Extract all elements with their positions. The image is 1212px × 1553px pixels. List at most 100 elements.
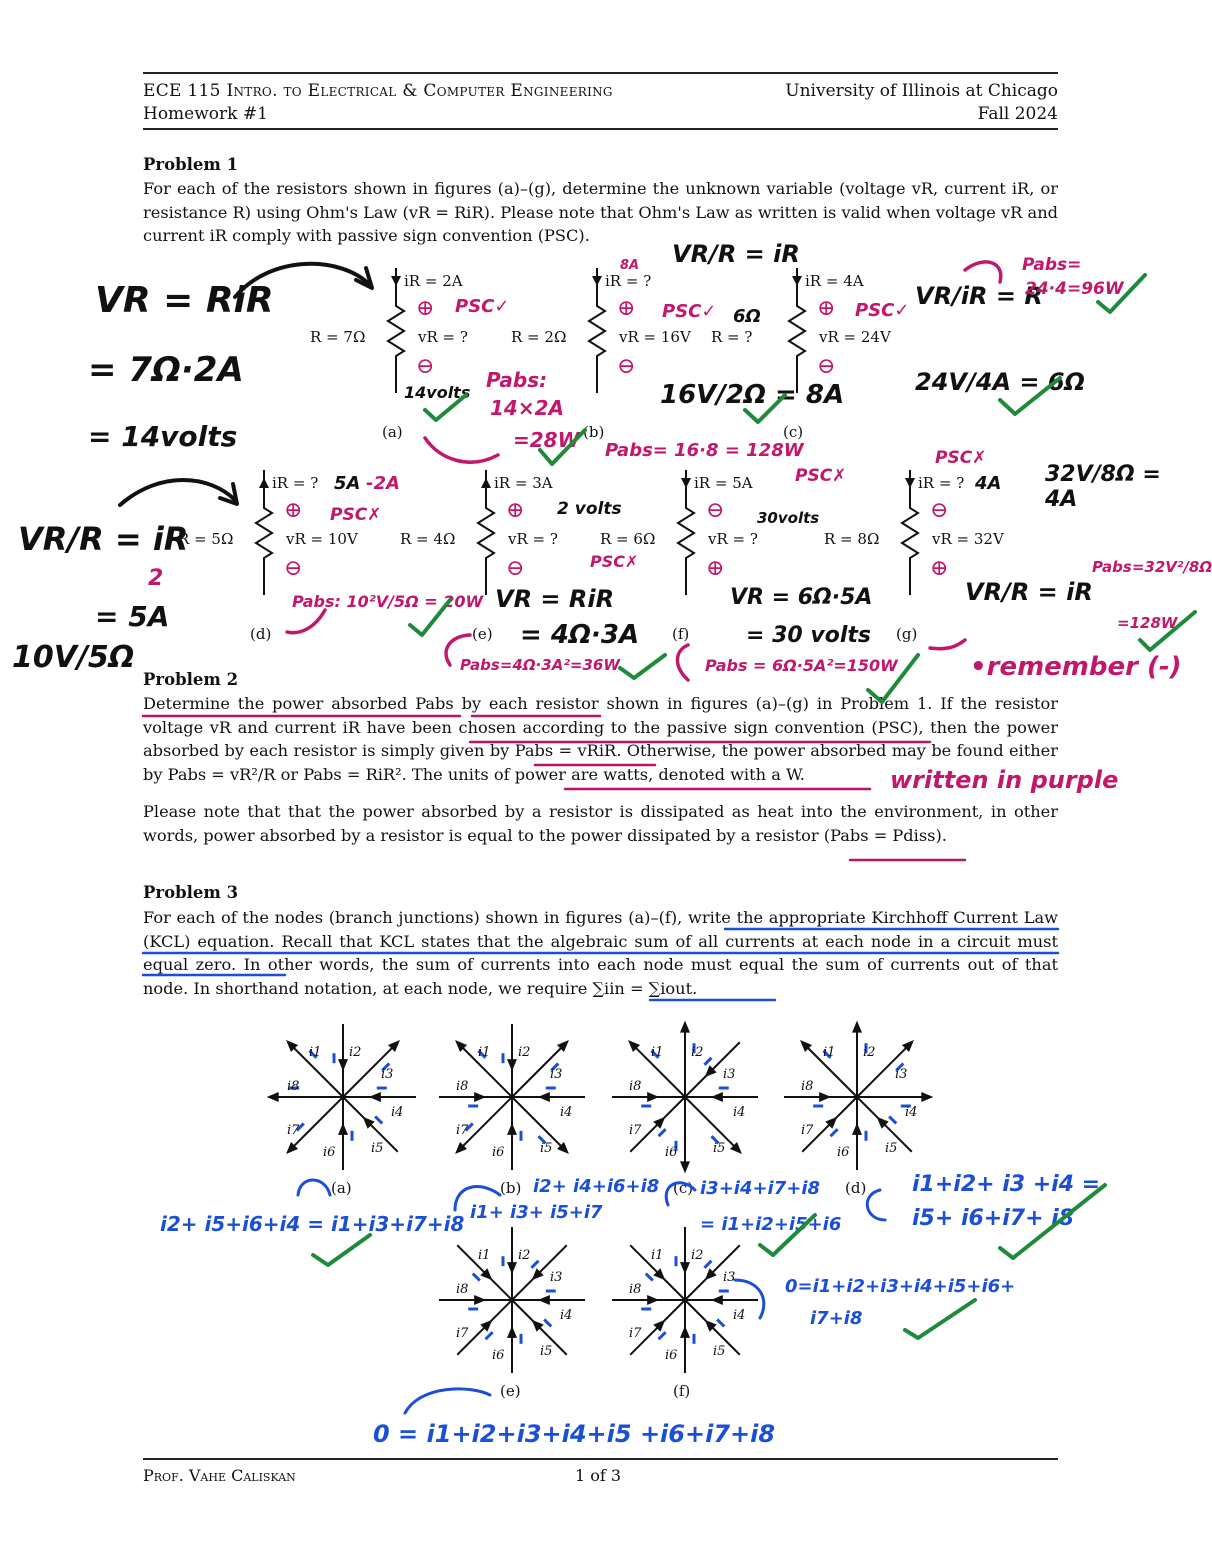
current-arrow-icon — [792, 276, 802, 286]
branch-label-i3: i3 — [550, 1270, 563, 1285]
branch-label-i7: i7 — [629, 1123, 642, 1138]
fig-g-bottom-polarity-icon: ⊕ — [930, 556, 949, 581]
kcl-node-d — [784, 1020, 934, 1170]
problem1-text: For each of the resistors shown in figur… — [143, 179, 1058, 245]
branch-label-i8: i8 — [456, 1079, 469, 1094]
hw-kcl-d-1: i1+i2+ i3 +i4 = — [912, 1172, 1101, 1197]
hw-ohm-d-answer: 5A — [334, 473, 361, 494]
branch-arrow-icon — [368, 1092, 381, 1102]
branch-label-i3: i3 — [550, 1067, 563, 1082]
branch-arrow-icon — [710, 1092, 723, 1102]
fig-d-bottom-polarity-icon: ⊖ — [284, 556, 303, 581]
branch-label-i5: i5 — [885, 1141, 898, 1156]
fig-a-label: (a) — [382, 423, 403, 441]
branch-arrow-icon — [653, 1116, 666, 1129]
node-label-a: (a) — [331, 1179, 352, 1197]
branch-label-i2: i2 — [518, 1248, 531, 1263]
hw-pabs-g-1: Pabs=32V²/8Ω — [1092, 558, 1212, 576]
branch-label-i3: i3 — [381, 1067, 394, 1082]
problem3-title: Problem 3 — [143, 883, 239, 902]
hw-ohm-b-calc: 16V/2Ω = 8A — [660, 380, 845, 410]
branch-arrow-icon — [338, 1059, 348, 1072]
hw-ohm-f-1: VR = 6Ω·5A — [730, 585, 873, 610]
branch-arrow-icon — [704, 1319, 717, 1332]
resistor-g — [900, 470, 920, 595]
current-arrow-icon — [259, 478, 269, 488]
branch-label-i3: i3 — [895, 1067, 908, 1082]
fig-c-resistance: R = ? — [711, 328, 753, 346]
hw-ohm-e-2: = 4Ω·3A — [520, 620, 640, 650]
fig-d-voltage: vR = 10V — [286, 530, 358, 548]
branch-arrow-icon — [537, 1092, 550, 1102]
fig-c-top-polarity-icon: ⊕ — [817, 296, 836, 321]
branch-arrow-icon — [852, 1020, 862, 1033]
hw-ohm-c-top: VR/iR = R — [915, 282, 1043, 310]
hw-psc-d: PSC✗ — [330, 505, 382, 525]
branch-label-i2: i2 — [518, 1045, 531, 1060]
fig-e-current: iR = 3A — [494, 474, 553, 492]
branch-arrow-icon — [537, 1295, 550, 1305]
branch-label-i7: i7 — [801, 1123, 814, 1138]
fig-c-bottom-polarity-icon: ⊖ — [817, 354, 836, 379]
fig-e-voltage: vR = ? — [508, 530, 558, 548]
hw-ohm-a-2: = 7Ω·2A — [88, 350, 244, 390]
branch-arrow-icon — [507, 1325, 517, 1338]
hw-psc-f: PSC✗ — [795, 466, 847, 486]
hw-kcl-e: 0 = i1+i2+i3+i4+i5 +i6+i7+i8 — [373, 1420, 776, 1448]
header-top-rule — [143, 72, 1058, 74]
kcl-node-b — [439, 1024, 585, 1170]
branch-arrow-icon — [819, 1092, 832, 1102]
fig-a-voltage: vR = ? — [418, 328, 468, 346]
current-arrow-icon — [481, 478, 491, 488]
hw-pabs-c-1: Pabs= — [1022, 255, 1082, 275]
fig-d-resistance: R = 5Ω — [178, 530, 234, 548]
hw-written-in-purple: written in purple — [890, 766, 1119, 794]
term-label: Fall 2024 — [977, 104, 1058, 124]
fig-d-current: iR = ? — [272, 474, 319, 492]
hw-ohm-a-3: = 14volts — [88, 420, 238, 453]
fig-c-current: iR = 4A — [805, 272, 864, 290]
hw-kcl-a: i2+ i5+i6+i4 = i1+i3+i7+i8 — [160, 1212, 465, 1236]
hw-pabs-a-1: Pabs: — [486, 368, 548, 392]
hw-kcl-b-1: i2+ i4+i6+i8 — [533, 1176, 660, 1197]
current-arrow-icon — [681, 478, 691, 488]
resistor-f — [676, 470, 696, 595]
branch-arrow-icon — [876, 1116, 889, 1129]
university-name: University of Illinois at Chicago — [785, 81, 1058, 101]
branch-label-i6: i6 — [837, 1145, 850, 1160]
fig-a-top-polarity-icon: ⊕ — [416, 296, 435, 321]
branch-arrow-icon — [387, 1040, 400, 1053]
branch-label-i1: i1 — [651, 1045, 664, 1060]
hw-psc-c: PSC✓ — [855, 300, 910, 321]
branch-arrow-icon — [474, 1295, 487, 1305]
branch-label-i6: i6 — [665, 1145, 678, 1160]
fig-d-top-polarity-icon: ⊕ — [284, 498, 303, 523]
branch-label-i6: i6 — [492, 1348, 505, 1363]
branch-arrow-icon — [455, 1040, 468, 1053]
kcl-node-e — [439, 1227, 585, 1373]
header-bottom-rule — [143, 128, 1058, 130]
hw-ohm-b-top: VR/R = iR — [672, 240, 800, 268]
hw-ohm-f-answer: 30volts — [757, 509, 820, 527]
fig-b-top-polarity-icon: ⊕ — [617, 296, 636, 321]
hw-ohm-g-answer: 4A — [975, 473, 1002, 494]
branch-arrow-icon — [480, 1268, 493, 1281]
fig-c-voltage: vR = 24V — [819, 328, 891, 346]
branch-label-i5: i5 — [713, 1344, 726, 1359]
branch-arrow-icon — [704, 1065, 717, 1078]
fig-g-resistance: R = 8Ω — [824, 530, 880, 548]
kcl-node-f — [612, 1227, 758, 1373]
branch-arrow-icon — [338, 1122, 348, 1135]
hw-kcl-d-2: i5+ i6+i7+ i8 — [912, 1206, 1075, 1231]
branch-label-i1: i1 — [823, 1045, 836, 1060]
homework-title: Homework #1 — [143, 104, 268, 124]
branch-label-i2: i2 — [349, 1045, 362, 1060]
branch-arrow-icon — [531, 1268, 544, 1281]
branch-label-i8: i8 — [629, 1079, 642, 1094]
resistor-d — [254, 470, 274, 595]
hw-ohm-e-1: VR = RiR — [495, 585, 615, 613]
kcl-node-a — [266, 1024, 416, 1170]
branch-arrow-icon — [729, 1141, 742, 1154]
hw-kcl-f-2: i7+i8 — [810, 1308, 863, 1329]
